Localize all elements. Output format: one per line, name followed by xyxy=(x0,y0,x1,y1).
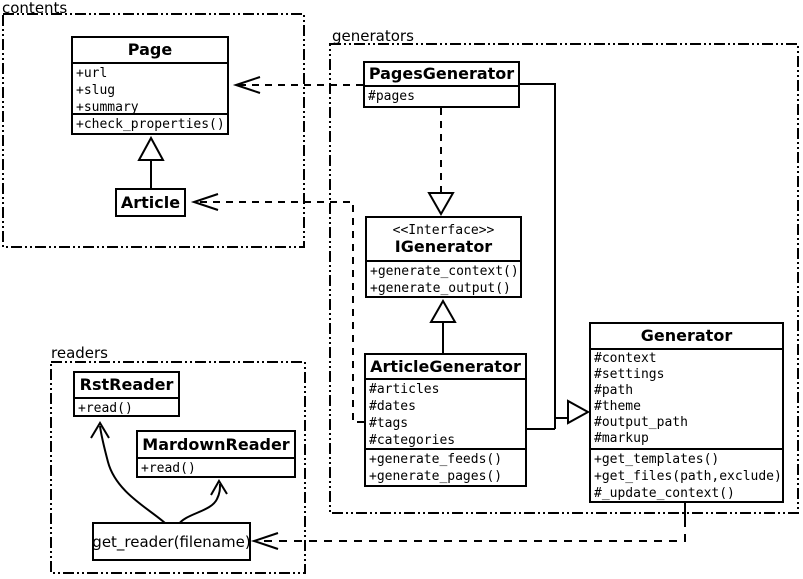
class-generator-title: Generator xyxy=(640,326,733,345)
class-mardownreader-title: MardownReader xyxy=(142,434,290,454)
member-line: #pages xyxy=(368,89,415,104)
member-line: #path xyxy=(594,383,634,398)
member-line: +generate_context() xyxy=(370,264,519,279)
dependency-articlegenerator-article-line xyxy=(194,201,364,423)
arrow-getreader-rstreader-line xyxy=(99,425,166,524)
member-line: #context xyxy=(594,351,657,366)
arrow-getreader-mardownreader-line xyxy=(177,483,221,526)
class-igenerator-methods: +generate_context() +generate_output() xyxy=(367,260,520,296)
class-articlegenerator: ArticleGenerator #articles #dates #tags #ca… xyxy=(364,353,527,487)
class-article-title: Article xyxy=(120,192,181,212)
class-rstreader-methods: +read() xyxy=(75,397,178,415)
class-mardownreader: MardownReader +read() xyxy=(136,430,296,478)
class-igenerator-name: IGenerator xyxy=(394,236,493,256)
open-arrowhead-article xyxy=(190,193,219,211)
member-line: #theme xyxy=(594,399,641,414)
member-line: #_update_context() xyxy=(594,486,735,501)
class-page-attributes: +url +slug +summary xyxy=(73,62,227,113)
class-pagesgenerator: PagesGenerator #pages xyxy=(363,61,520,108)
class-article: Article xyxy=(115,188,186,217)
class-igenerator-stereotype: <<Interface>> xyxy=(392,222,495,238)
hollow-triangle-page xyxy=(137,135,165,161)
member-line: +generate_pages() xyxy=(369,469,503,484)
hollow-triangle-generator xyxy=(567,399,591,425)
open-arrowhead-page xyxy=(232,76,261,94)
member-line: +summary xyxy=(76,100,139,113)
member-line: #categories xyxy=(369,433,456,448)
class-generator: Generator #context#settings#path#theme#o… xyxy=(589,322,784,503)
readers-package-border xyxy=(50,361,306,574)
class-articlegenerator-methods: +generate_feeds() +generate_pages() xyxy=(366,448,525,485)
member-line: +generate_feeds() xyxy=(369,452,503,467)
member-line: #tags xyxy=(369,416,409,431)
member-line: #dates xyxy=(369,399,416,414)
member-line: +read() xyxy=(141,461,196,476)
member-line: +check_properties() xyxy=(76,117,225,132)
member-line: +url xyxy=(76,66,108,81)
member-line: +read() xyxy=(78,401,133,415)
function-get-reader: get_reader(filename) xyxy=(92,522,251,561)
open-arrowhead-getreader xyxy=(250,532,279,550)
class-mardownreader-methods: +read() xyxy=(138,457,294,476)
generators-package-border xyxy=(329,43,799,514)
package-label-contents: contents xyxy=(2,0,68,17)
member-line: +get_files(path,exclude) xyxy=(594,469,782,484)
contents-package-border xyxy=(2,13,305,248)
class-page-title: Page xyxy=(127,40,173,59)
member-line: +get_templates() xyxy=(594,452,720,467)
class-pagesgenerator-attributes: #pages xyxy=(365,85,518,106)
class-pagesgenerator-title: PagesGenerator xyxy=(368,64,515,83)
class-page-methods: +check_properties() xyxy=(73,113,227,133)
class-igenerator: <<Interface>> IGenerator +generate_conte… xyxy=(365,216,522,298)
member-line: +generate_output() xyxy=(370,281,511,296)
class-articlegenerator-title: ArticleGenerator xyxy=(370,356,521,376)
member-line: #articles xyxy=(369,382,440,397)
class-page: Page +url +slug +summary +check_properties… xyxy=(71,36,229,135)
package-label-generators: generators xyxy=(332,27,414,45)
class-rstreader-title: RstReader xyxy=(79,375,174,394)
class-articlegenerator-attributes: #articles #dates #tags #categories xyxy=(366,378,525,448)
open-arrowhead-rstreader xyxy=(90,421,110,439)
member-line: #output_path xyxy=(594,415,688,430)
hollow-triangle-igenerator-top xyxy=(427,192,455,217)
class-igenerator-title: <<Interface>> IGenerator xyxy=(367,218,520,260)
dependency-generator-getreader-line xyxy=(256,519,686,542)
class-generator-methods: +get_templates() +get_files(path,exclude)… xyxy=(591,448,782,501)
hollow-triangle-igenerator-bottom xyxy=(429,298,457,323)
member-line: #settings xyxy=(594,367,665,382)
member-line: #markup xyxy=(594,431,649,446)
package-label-readers: readers xyxy=(51,344,108,362)
class-rstreader: RstReader +read() xyxy=(73,371,180,417)
member-line: +slug xyxy=(76,83,116,98)
class-generator-attributes: #context#settings#path#theme#output_path… xyxy=(591,348,782,448)
generalization-pagesgenerator-generator-line xyxy=(520,83,556,429)
open-arrowhead-mardownreader xyxy=(210,479,228,496)
